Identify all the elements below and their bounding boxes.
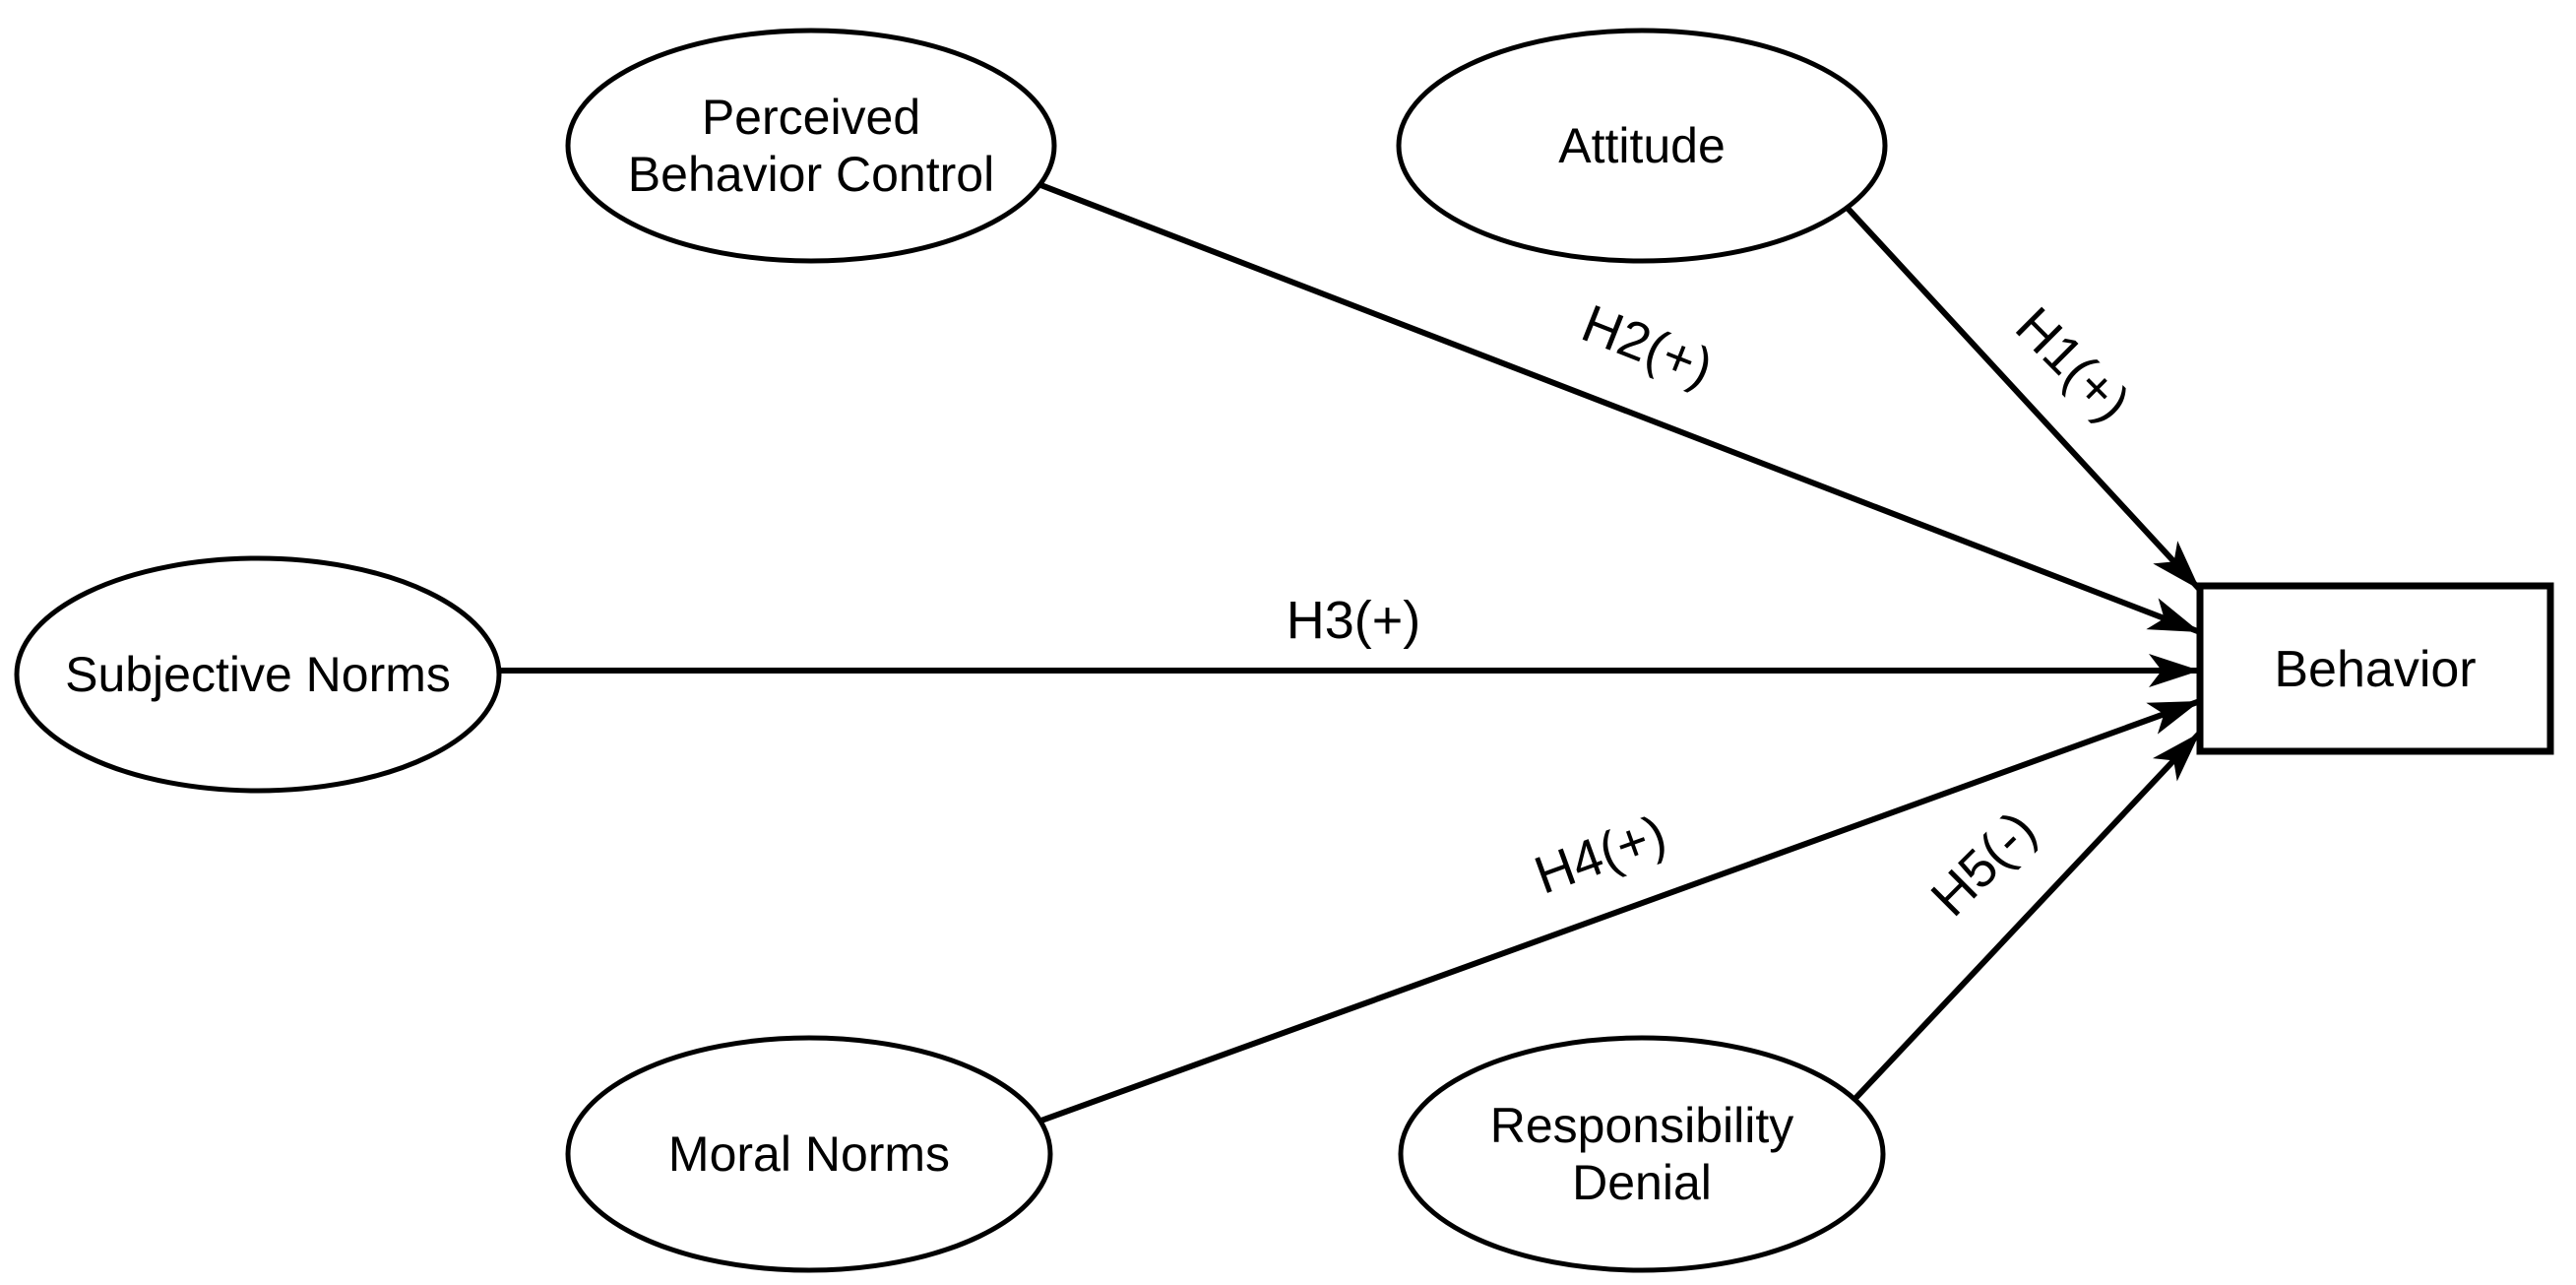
node-moral-norms-label: Moral Norms: [668, 1126, 950, 1182]
node-perceived-behavior-control-label-line2: Behavior Control: [628, 147, 994, 202]
node-moral-norms-ellipse: [565, 1035, 1053, 1273]
node-subjective-norms-ellipse: [14, 555, 502, 794]
node-responsibility-denial-label-line2: Denial: [1572, 1155, 1712, 1210]
edge-h4-line: [933, 698, 2202, 1162]
node-behavior: Behavior: [2196, 582, 2554, 755]
node-responsibility-denial-ellipse: [1398, 1035, 1886, 1273]
node-responsibility-denial-label-line1: Responsibility: [1490, 1098, 1793, 1153]
node-subjective-norms-label: Subjective Norms: [65, 647, 451, 702]
edge-h2-line: [973, 157, 2202, 635]
node-subjective-norms: Subjective Norms: [14, 555, 502, 794]
node-behavior-rect: [2196, 582, 2554, 755]
node-responsibility-denial: Responsibility Denial: [1398, 1035, 1886, 1273]
node-perceived-behavior-control-label-line1: Perceived: [702, 90, 920, 145]
edge-h3-label: H3(+): [1287, 591, 1421, 650]
node-perceived-behavior-control-ellipse: [565, 28, 1057, 264]
node-behavior-label: Behavior: [2274, 641, 2476, 698]
node-moral-norms: Moral Norms: [565, 1035, 1053, 1273]
node-perceived-behavior-control: Perceived Behavior Control: [565, 28, 1057, 264]
node-attitude-ellipse: [1396, 28, 1888, 264]
node-attitude: Attitude: [1396, 28, 1888, 264]
node-attitude-label: Attitude: [1558, 118, 1726, 173]
